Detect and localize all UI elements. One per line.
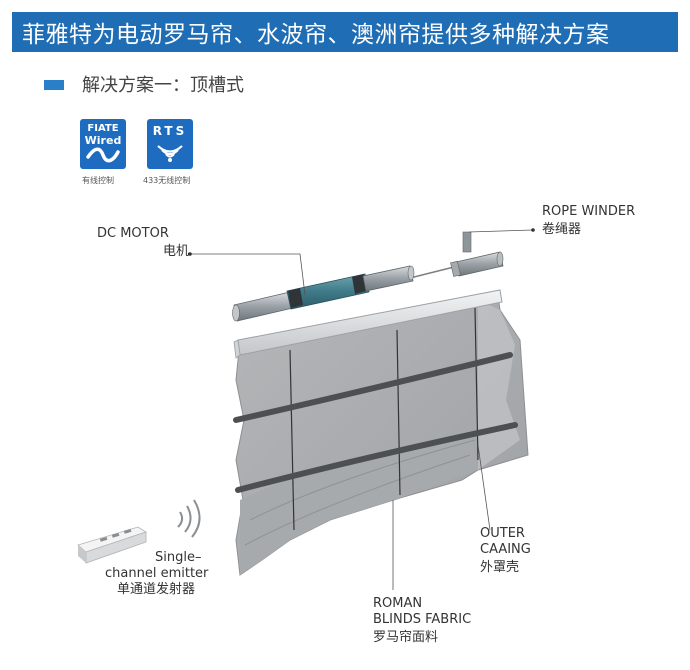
outer-casing-label-en-1: OUTER xyxy=(480,526,525,541)
fiate-wired-badge: FIATE Wired xyxy=(80,119,126,169)
dc-motor-label-en: DC MOTOR xyxy=(97,226,169,241)
wave-icon xyxy=(86,147,120,163)
single-channel-emitter xyxy=(77,526,147,564)
outer-casing-label-cn: 外罩壳 xyxy=(480,560,520,575)
badge-fiate-line2: Wired xyxy=(84,134,122,147)
badge-fiate-caption: 有线控制 xyxy=(82,176,114,185)
callout-leaders xyxy=(190,229,534,590)
rope-winder xyxy=(409,231,504,279)
page-title: 菲雅特为电动罗马帘、水波帘、澳洲帘提供多种解决方案 xyxy=(22,22,610,48)
emitter-label-cn: 单通道发射器 xyxy=(117,582,196,597)
emitter-signal-icon xyxy=(177,499,201,538)
fabric-label-cn: 罗马帘面料 xyxy=(373,630,439,645)
dc-motor xyxy=(232,265,415,322)
badge-rts-label: RTS xyxy=(152,124,188,138)
emitter-label-en-2: channel emitter xyxy=(105,566,209,581)
rts-badge: RTS xyxy=(147,119,193,169)
dc-motor-label-cn: 电机 xyxy=(163,244,190,259)
rope-winder-label-en: ROPE WINDER xyxy=(542,204,636,219)
outer-casing xyxy=(233,289,503,359)
section-title: 解决方案一：顶槽式 xyxy=(82,75,244,96)
blind-fabric xyxy=(233,294,529,576)
section-marker-icon xyxy=(44,80,64,90)
badge-rts-caption: 433无线控制 xyxy=(143,176,191,185)
wireless-signal-icon xyxy=(157,145,183,162)
fabric-label-en-2: BLINDS FABRIC xyxy=(373,612,472,627)
fabric-label-en-1: ROMAN xyxy=(373,596,423,611)
emitter-label-en-1: Single– xyxy=(155,550,202,565)
badge-fiate-line1: FIATE xyxy=(87,123,119,134)
header-banner: 菲雅特为电动罗马帘、水波帘、澳洲帘提供多种解决方案 xyxy=(12,12,678,52)
rope-winder-label-cn: 卷绳器 xyxy=(542,222,582,237)
outer-casing-label-en-2: CAAING xyxy=(480,542,531,557)
